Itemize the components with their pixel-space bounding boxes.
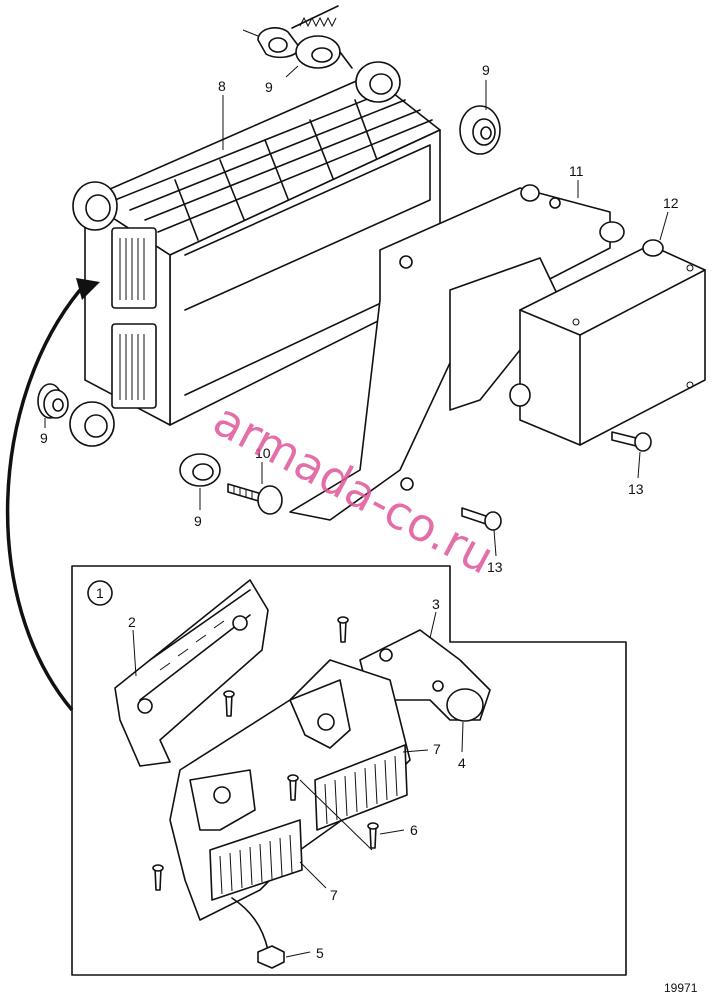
- callout-9-right: 9: [482, 62, 490, 78]
- bolt-10: [227, 483, 283, 515]
- callout-4: 4: [458, 755, 466, 771]
- protective-cover: [449, 239, 706, 446]
- connector-cover: [114, 579, 269, 767]
- bolt-13-bottom: [461, 507, 502, 531]
- connector-housing: [169, 659, 411, 951]
- rubber-mount-top: [242, 5, 353, 69]
- callout-10: 10: [255, 445, 271, 461]
- callout-12: 12: [663, 195, 679, 211]
- callout-11: 11: [569, 163, 584, 179]
- rubber-washer-right: [459, 105, 501, 155]
- watermark-text: armada-co.ru: [205, 392, 503, 585]
- callout-13-bottom: 13: [487, 559, 503, 575]
- detail-view-box: [71, 565, 627, 976]
- callout-5: 5: [316, 945, 324, 961]
- callout-3: 3: [432, 596, 440, 612]
- rubber-washer-left: [37, 383, 69, 419]
- rubber-washer-bottom: [179, 453, 221, 487]
- callout-7-lower: 7: [330, 887, 338, 903]
- callout-2: 2: [128, 614, 136, 630]
- callout-9-top: 9: [265, 79, 273, 95]
- control-unit-ecu: [69, 61, 441, 447]
- figure-reference-number: 19971: [664, 981, 698, 995]
- callout-6: 6: [410, 822, 418, 838]
- callout-9-left: 9: [40, 430, 48, 446]
- detail-arrow: [5, 278, 100, 712]
- leader-lines-detail: [132, 611, 464, 958]
- callout-8: 8: [218, 78, 226, 94]
- callout-9-bottom: 9: [194, 513, 202, 529]
- detail-marker-1: 1: [96, 585, 104, 601]
- bolt-13-right: [611, 431, 652, 452]
- callout-7-upper: 7: [433, 741, 441, 757]
- nut-5: [257, 945, 285, 969]
- leader-lines-top: [44, 65, 669, 557]
- callout-13-right: 13: [628, 481, 644, 497]
- screws-detail: [152, 616, 379, 891]
